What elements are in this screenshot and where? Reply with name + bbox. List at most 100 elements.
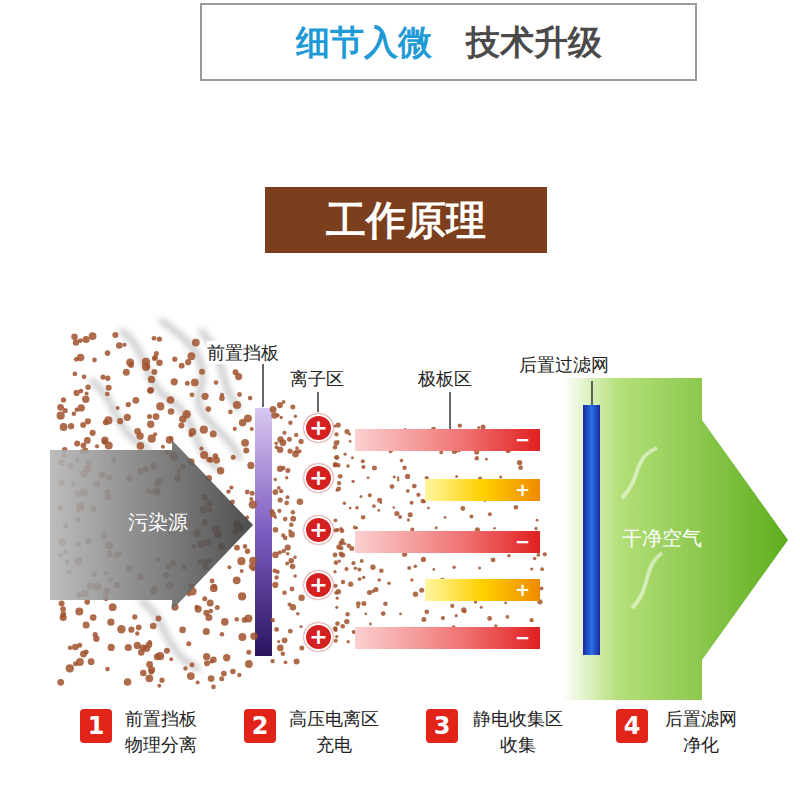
particle: [128, 627, 134, 633]
particle: [272, 582, 278, 588]
particle: [285, 562, 289, 566]
node-text: −: [515, 533, 530, 551]
particle: [179, 627, 186, 634]
particle: [246, 650, 251, 655]
particle: [338, 474, 343, 479]
particle: [183, 666, 187, 670]
particle: [178, 422, 184, 428]
particle: [284, 501, 289, 506]
particle: [347, 640, 350, 643]
particle: [60, 614, 67, 621]
particle: [351, 456, 354, 459]
callout-number: 4: [616, 709, 648, 743]
particle: [226, 489, 230, 493]
particle: [491, 558, 496, 563]
particle: [530, 618, 534, 622]
particle: [117, 625, 125, 633]
particle: [136, 624, 142, 630]
particle: [210, 431, 217, 438]
particle: [221, 618, 229, 626]
ion-charge: +: [304, 516, 333, 544]
particle: [230, 669, 236, 675]
ion-charge: +: [304, 571, 333, 599]
particle: [105, 392, 110, 397]
particle: [190, 392, 195, 397]
node-text: +: [309, 417, 327, 439]
particle: [517, 460, 522, 465]
particle: [78, 338, 83, 343]
particle: [250, 427, 254, 431]
particle: [487, 616, 492, 621]
particle: [89, 332, 97, 340]
particle: [276, 413, 280, 417]
particle: [211, 685, 216, 690]
particle: [514, 505, 519, 510]
particle: [351, 480, 354, 483]
node-text: +: [309, 626, 327, 648]
particle: [200, 451, 208, 459]
particle: [270, 406, 277, 413]
particle: [85, 418, 91, 424]
particle: [361, 465, 365, 469]
particle: [100, 375, 105, 380]
particle: [92, 358, 97, 363]
particle: [117, 418, 123, 424]
particle: [455, 614, 458, 617]
particle: [239, 419, 246, 426]
collector-plate-negative: −: [355, 627, 540, 649]
particle: [540, 587, 544, 591]
particle: [140, 644, 147, 651]
particle: [282, 637, 288, 643]
particle: [209, 609, 214, 614]
particle: [186, 641, 191, 646]
particle: [171, 378, 178, 385]
particle: [344, 619, 349, 624]
particle: [105, 442, 113, 450]
particle: [283, 517, 288, 522]
particle: [340, 552, 345, 557]
particle: [336, 528, 340, 532]
particle: [169, 436, 174, 441]
particle: [297, 499, 304, 506]
particle: [233, 427, 237, 431]
particle: [61, 397, 66, 402]
particle: [245, 490, 250, 495]
particle: [73, 372, 78, 377]
particle: [281, 466, 285, 470]
particle: [146, 661, 153, 668]
node-text: 2: [252, 714, 269, 738]
particle: [125, 644, 132, 651]
particle: [250, 491, 255, 496]
particle: [81, 442, 87, 448]
particle: [84, 650, 89, 655]
particle: [338, 560, 341, 563]
particle: [128, 362, 134, 368]
particle: [183, 410, 191, 418]
particle: [288, 629, 293, 634]
particle: [344, 567, 348, 571]
particle: [536, 519, 539, 522]
particle: [400, 459, 404, 463]
particle: [288, 558, 294, 564]
particle: [279, 489, 283, 493]
particle: [361, 459, 365, 463]
particle: [112, 332, 118, 338]
particle: [380, 501, 383, 504]
part-label: 极板区: [418, 367, 472, 390]
particle: [335, 635, 338, 638]
particle: [240, 569, 244, 573]
particle: [383, 601, 388, 606]
particle: [288, 529, 292, 533]
node-text: +: [515, 581, 530, 599]
particle: [245, 660, 253, 668]
particle: [243, 544, 248, 549]
particle: [351, 561, 355, 565]
particle: [393, 506, 396, 509]
particle: [293, 555, 297, 559]
particle: [273, 569, 277, 573]
particle: [270, 509, 274, 513]
particle: [109, 603, 117, 611]
particle: [85, 391, 89, 395]
particle: [339, 527, 343, 531]
